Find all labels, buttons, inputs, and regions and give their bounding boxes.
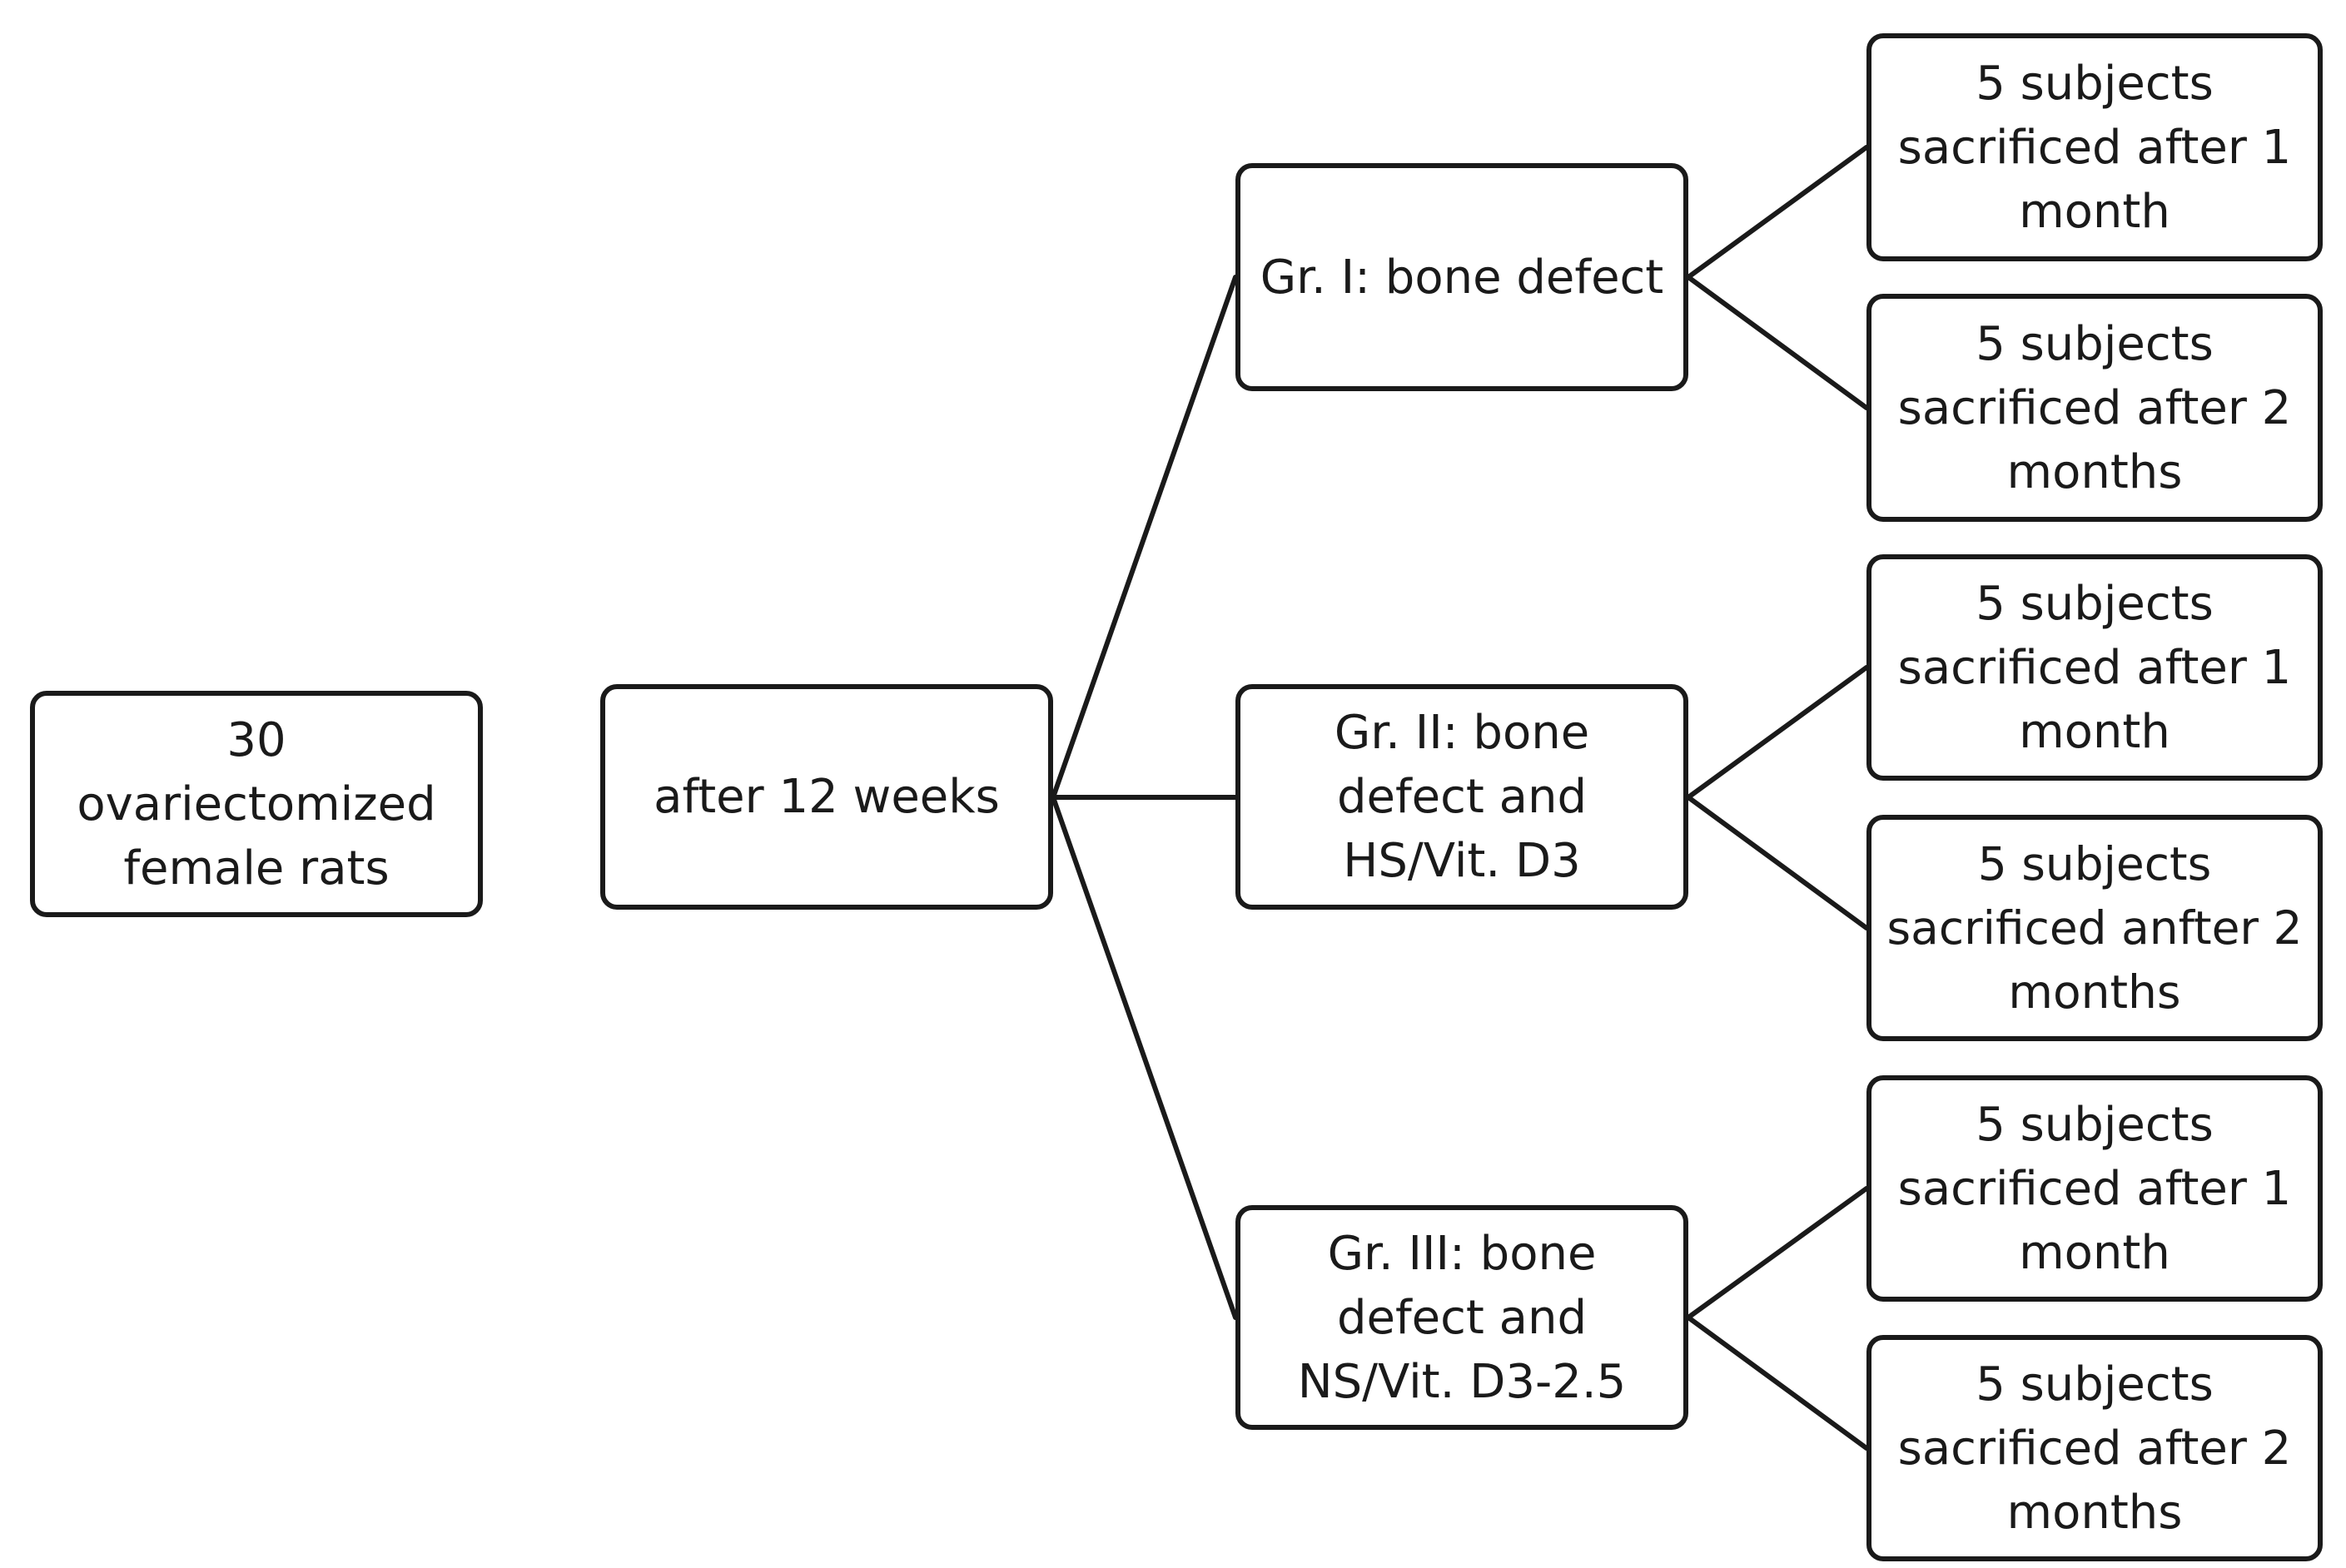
connector-after-to-group-3: [1051, 795, 1238, 1320]
connector-group-3-to-outcome-2: [1686, 1315, 1869, 1451]
group-1-node: Gr. I: bone defect: [1235, 163, 1688, 391]
group-1-outcome-1-node: 5 subjects sacrificed after 1 month: [1866, 33, 2323, 261]
start-node-label: 30 ovariectomized female rats: [77, 712, 436, 896]
group-3-outcome-2-node: 5 subjects sacrificed after 2 months: [1866, 1335, 2323, 1561]
group-3-outcome-1-label: 5 subjects sacrificed after 1 month: [1897, 1097, 2292, 1280]
group-3-outcome-1-node: 5 subjects sacrificed after 1 month: [1866, 1075, 2323, 1302]
group-1-outcome-2-node: 5 subjects sacrificed after 2 months: [1866, 294, 2323, 522]
group-2-outcome-1-label: 5 subjects sacrificed after 1 month: [1897, 576, 2292, 759]
group-2-outcome-1-node: 5 subjects sacrificed after 1 month: [1866, 554, 2323, 781]
connector-group-2-to-outcome-1: [1686, 665, 1869, 800]
group-2-node: Gr. II: bone defect and HS/Vit. D3: [1235, 684, 1688, 910]
group-3-label: Gr. III: bone defect and NS/Vit. D3-2.5: [1297, 1226, 1627, 1409]
group-1-outcome-1-label: 5 subjects sacrificed after 1 month: [1897, 56, 2292, 239]
connector-group-1-to-outcome-2: [1686, 275, 1869, 410]
group-3-node: Gr. III: bone defect and NS/Vit. D3-2.5: [1235, 1205, 1688, 1430]
group-3-outcome-2-label: 5 subjects sacrificed after 2 months: [1897, 1357, 2292, 1540]
connector-group-1-to-outcome-1: [1686, 145, 1869, 280]
group-2-label: Gr. II: bone defect and HS/Vit. D3: [1334, 706, 1590, 888]
timepoint-node: after 12 weeks: [600, 684, 1053, 910]
connector-group-3-to-outcome-1: [1686, 1186, 1869, 1320]
connector-after-to-group-1: [1051, 275, 1238, 800]
connector-group-2-to-outcome-2: [1686, 795, 1869, 930]
timepoint-node-label: after 12 weeks: [654, 770, 1000, 824]
group-2-outcome-2-label: 5 subjects sacrificed anfter 2 months: [1886, 836, 2303, 1019]
group-2-outcome-2-node: 5 subjects sacrificed anfter 2 months: [1866, 815, 2323, 1041]
group-1-outcome-2-label: 5 subjects sacrificed after 2 months: [1897, 316, 2292, 499]
start-node: 30 ovariectomized female rats: [30, 691, 483, 917]
group-1-label: Gr. I: bone defect: [1260, 250, 1664, 305]
